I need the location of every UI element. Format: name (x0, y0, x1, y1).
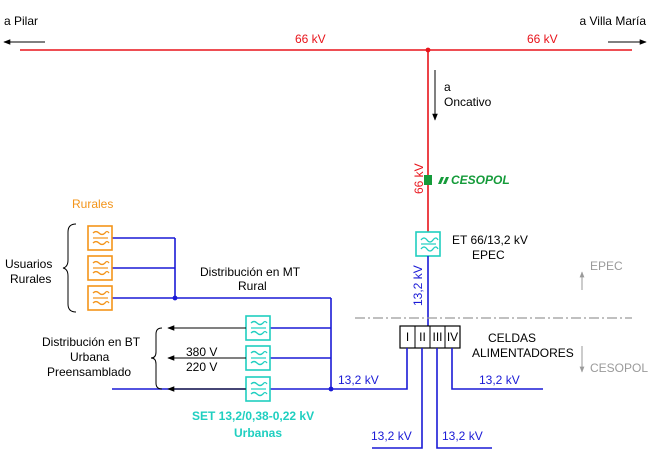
rural-transformer-icon (87, 225, 113, 251)
urban-dist-2: Urbana (70, 350, 110, 364)
dest-pilar: a Pilar (4, 14, 38, 28)
meter-icon (424, 175, 432, 185)
substation-owner: EPEC (472, 248, 505, 262)
feeders-13kv (112, 237, 543, 449)
rural-dist: Distribución en MT (200, 265, 301, 279)
rural-transformer-icon (87, 285, 113, 311)
boundary-cesopol: CESOPOL (590, 361, 648, 375)
bt-outputs (167, 325, 246, 392)
substation-transformer (415, 231, 441, 257)
substation-label: ET 66/13,2 kV (452, 233, 528, 247)
voltage-66kv-right: 66 kV (527, 32, 558, 46)
voltage-66kv-branch: 66 kV (412, 163, 426, 194)
rural-transformers (87, 225, 113, 311)
svg-text:CESOPOL: CESOPOL (451, 173, 510, 187)
celdas-label: CELDAS (488, 331, 536, 345)
set-urbanas-label: SET 13,2/0,38-0,22 kV (192, 409, 314, 423)
rural-dist-2: Rural (238, 279, 267, 293)
cell-2: II (419, 330, 426, 344)
urban-dist-3: Preensamblado (47, 365, 131, 379)
rural-brace (62, 223, 77, 313)
feeder-left-voltage: 13,2 kV (338, 373, 379, 387)
voltage-380v: 380 V (186, 345, 217, 359)
dest-villa-maria: a Villa María (580, 14, 647, 28)
rural-users: Usuarios (5, 257, 52, 271)
urban-transformer-icon (245, 315, 271, 341)
urban-transformers (245, 315, 271, 402)
dest-oncativo-a: a (444, 80, 451, 94)
voltage-220v: 220 V (186, 360, 217, 374)
feeder-right-voltage: 13,2 kV (479, 373, 520, 387)
set-urbanas-label-2: Urbanas (234, 426, 282, 440)
boundary-epec: EPEC (590, 259, 623, 273)
rural-title: Rurales (72, 197, 113, 211)
node-urban (328, 386, 334, 392)
cell-4: IV (447, 330, 458, 344)
voltage-66kv-left: 66 kV (295, 32, 326, 46)
dest-oncativo: Oncativo (444, 95, 492, 109)
celdas-label-2: ALIMENTADORES (472, 346, 574, 360)
cesopol-logo: CESOPOL (438, 173, 510, 187)
line-66kv (20, 47, 632, 232)
urban-transformer-icon (245, 345, 271, 371)
rural-transformer-icon (87, 255, 113, 281)
urban-transformer-icon (245, 376, 271, 402)
feeder-bottom-left-voltage: 13,2 kV (371, 429, 412, 443)
urban-dist: Distribución en BT (42, 335, 141, 349)
node-rural (172, 295, 178, 301)
celdas-panel: I II III IV (399, 325, 461, 349)
feed-voltage: 13,2 kV (411, 265, 425, 306)
cell-1: I (406, 330, 409, 344)
cell-3: III (432, 330, 442, 344)
urban-brace (150, 327, 163, 390)
feeder-bottom-right-voltage: 13,2 kV (442, 429, 483, 443)
rural-users-2: Rurales (10, 272, 51, 286)
